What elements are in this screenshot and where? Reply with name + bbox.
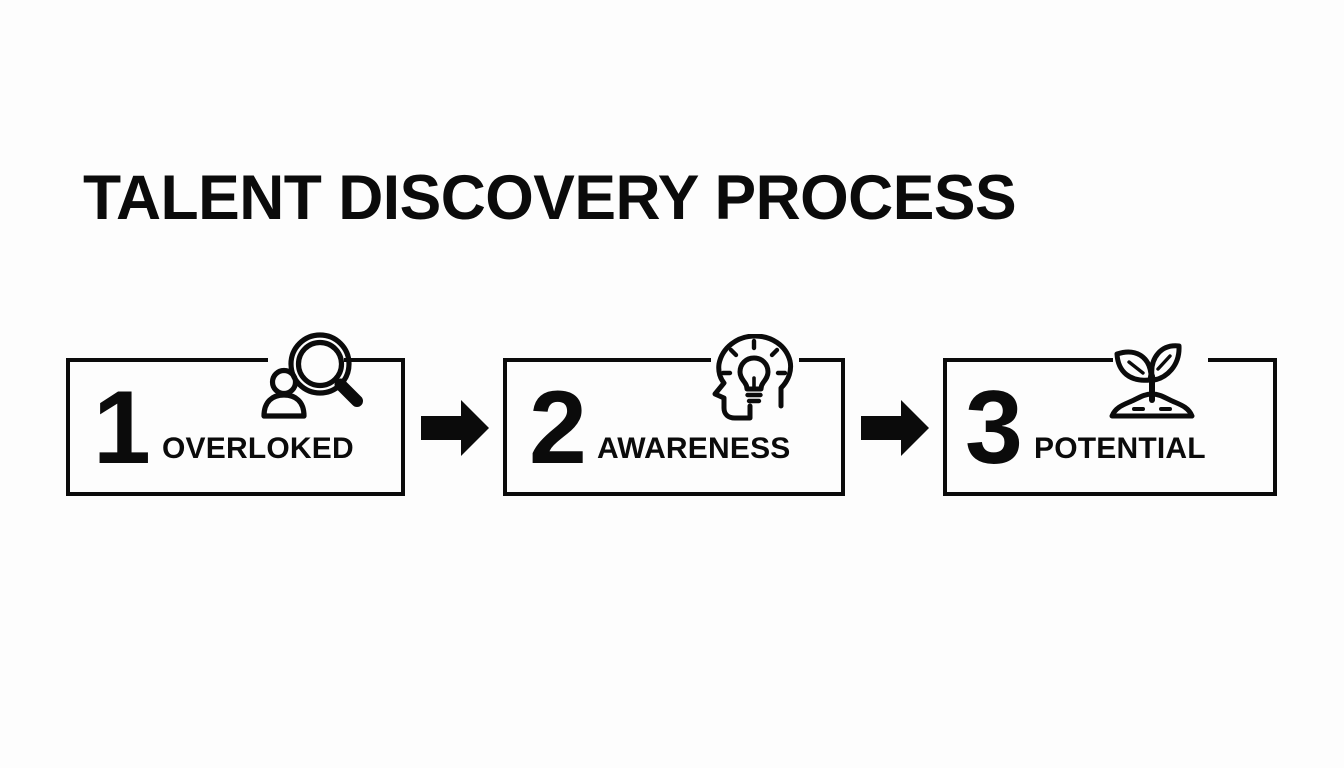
- step-2-frame: [503, 358, 845, 496]
- arrow-right-icon-1: [421, 398, 489, 458]
- step-2-label: AWARENESS: [597, 432, 791, 465]
- step-3-top-rule-right: [1208, 358, 1277, 362]
- page-title: TALENT DISCOVERY PROCESS: [83, 163, 1017, 233]
- step-2-body: 2 AWARENESS: [503, 358, 845, 496]
- process-step-1[interactable]: 1 OVERLOKED: [66, 332, 405, 496]
- process-step-2[interactable]: 2 AWARENESS: [503, 334, 845, 496]
- step-3-top-rule-left: [943, 358, 1113, 362]
- step-1-number: 1: [93, 369, 151, 486]
- step-1-label: OVERLOKED: [162, 432, 354, 465]
- step-2-top-rule-left: [503, 358, 711, 362]
- step-3-body: 3 POTENTIAL: [943, 358, 1277, 496]
- arrow-right-icon-2: [861, 398, 929, 458]
- step-2-top-rule-right: [799, 358, 845, 362]
- process-step-3[interactable]: 3 POTENTIAL: [943, 343, 1277, 496]
- step-1-top-rule-left: [66, 358, 268, 362]
- step-3-number: 3: [965, 369, 1023, 486]
- step-1-body: 1 OVERLOKED: [66, 358, 405, 496]
- step-3-label: POTENTIAL: [1034, 432, 1206, 465]
- step-2-number: 2: [529, 369, 587, 486]
- step-1-frame: [66, 358, 405, 496]
- head-lightbulb-icon: [709, 334, 799, 424]
- step-1-top-rule-right: [344, 358, 405, 362]
- step-3-frame: [943, 358, 1277, 496]
- person-magnifier-icon: [258, 332, 368, 424]
- sprout-soil-icon: [1104, 336, 1200, 428]
